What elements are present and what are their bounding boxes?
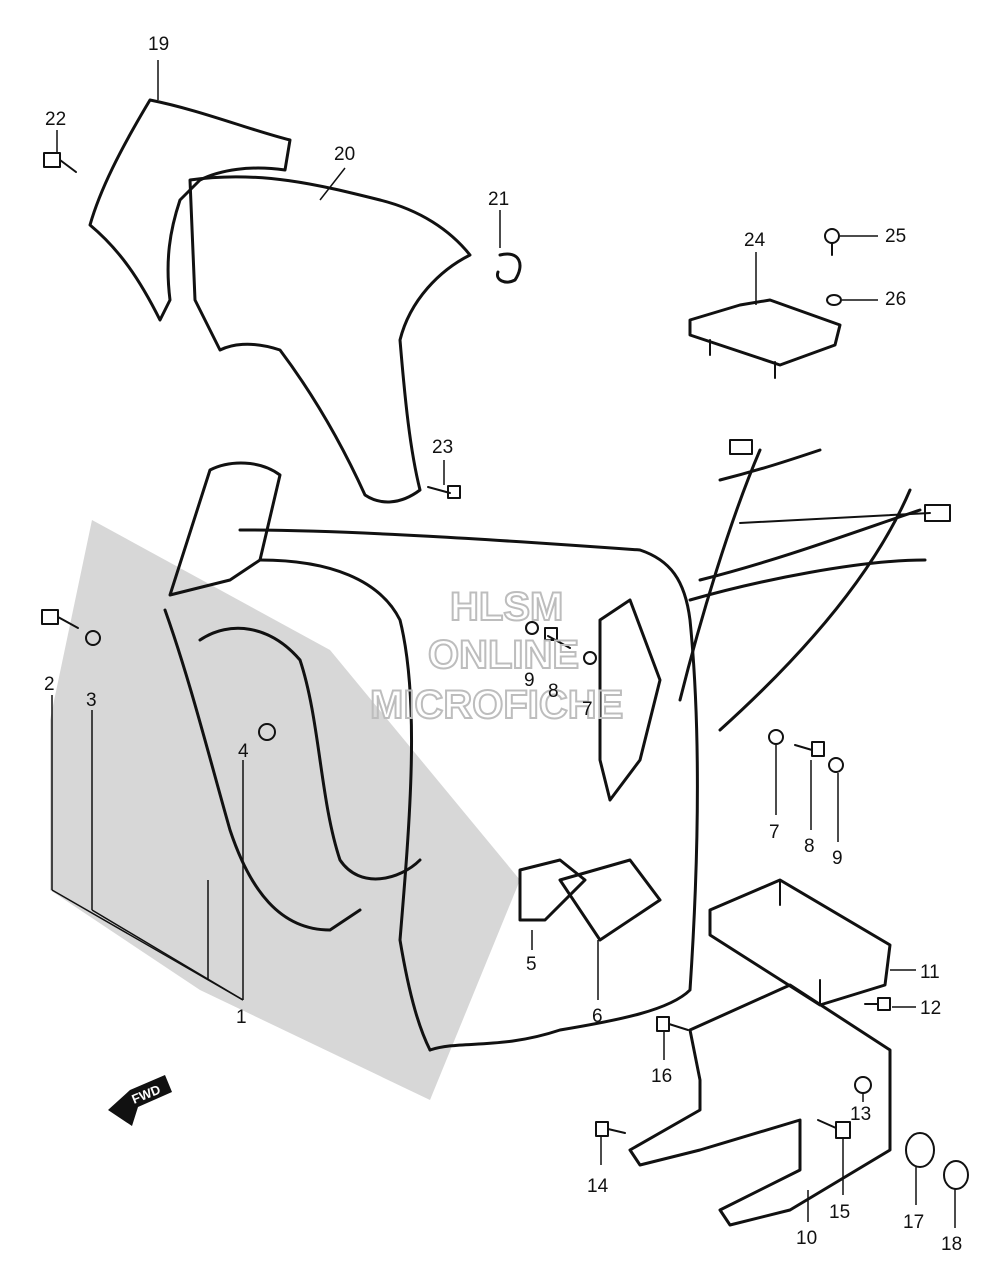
callout-3: 3: [86, 690, 97, 711]
watermark-line1: HLSM: [450, 585, 563, 629]
holder-10: [628, 983, 892, 1227]
callout-13: 13: [850, 1104, 871, 1125]
callout-17: 17: [903, 1212, 924, 1233]
callout-16: 16: [651, 1066, 672, 1087]
callout-10: 10: [796, 1228, 817, 1249]
callout-8-lower: 8: [804, 836, 815, 857]
screw-25: [824, 228, 840, 256]
callout-22: 22: [45, 109, 66, 130]
cushion-17: [905, 1132, 935, 1168]
callout-6: 6: [592, 1006, 603, 1027]
callout-21: 21: [488, 189, 509, 210]
watermark-line2: ONLINE: [428, 633, 579, 677]
washer-3: [85, 630, 101, 646]
callout-18: 18: [941, 1234, 962, 1255]
bolt-8-upper: [544, 627, 571, 649]
watermark: HLSM ONLINE MICROFICHE: [369, 584, 624, 728]
callout-7-upper: 7: [582, 699, 593, 720]
cap-9: [828, 757, 844, 773]
leader-lines: [51, 60, 956, 1228]
main-frame: [163, 439, 951, 1052]
callout-7-lower: 7: [769, 822, 780, 843]
bracket-24: [688, 298, 842, 379]
callout-2: 2: [44, 674, 55, 695]
callout-1: 1: [236, 1007, 247, 1028]
bolt-12: [864, 997, 891, 1011]
bolt-22: [43, 152, 77, 173]
callout-4: 4: [238, 741, 249, 762]
bolt-23: [427, 485, 461, 499]
callout-5: 5: [526, 954, 537, 975]
callout-9-upper: 9: [524, 670, 535, 691]
fwd-arrow: FWD: [108, 1075, 172, 1126]
callout-14: 14: [587, 1176, 609, 1197]
callouts: 1 2 3 4 5 6 7 7 8 8 9 9 10 11 12 13 14 1…: [44, 34, 962, 1255]
callout-15: 15: [829, 1202, 850, 1223]
washer-7: [768, 729, 784, 745]
nut-4: [258, 723, 276, 741]
bolt-8: [794, 741, 825, 757]
clip-21: [495, 252, 522, 284]
washer-26: [826, 294, 842, 306]
nut-13: [854, 1076, 872, 1094]
bolt-14: [595, 1121, 626, 1137]
bolt-16: [656, 1016, 689, 1032]
battery-box-11: [708, 878, 892, 1007]
cap-9-upper: [525, 621, 539, 635]
bolt-2: [41, 609, 79, 629]
bolt-15: [817, 1119, 851, 1139]
callout-12: 12: [920, 998, 941, 1019]
callout-24: 24: [744, 230, 766, 251]
callout-25: 25: [885, 226, 906, 247]
watermark-line3: MICROFICHE: [370, 683, 623, 727]
callout-26: 26: [885, 289, 906, 310]
washer-7-upper: [583, 651, 597, 665]
frame-cover-left: [88, 98, 292, 322]
callout-20: 20: [334, 144, 355, 165]
callout-9-lower: 9: [832, 848, 843, 869]
frame-cover-right: [188, 175, 472, 504]
callout-23: 23: [432, 437, 453, 458]
cushion-18: [943, 1160, 969, 1190]
callout-11: 11: [920, 962, 940, 983]
callout-19: 19: [148, 34, 169, 55]
callout-8-upper: 8: [548, 681, 559, 702]
